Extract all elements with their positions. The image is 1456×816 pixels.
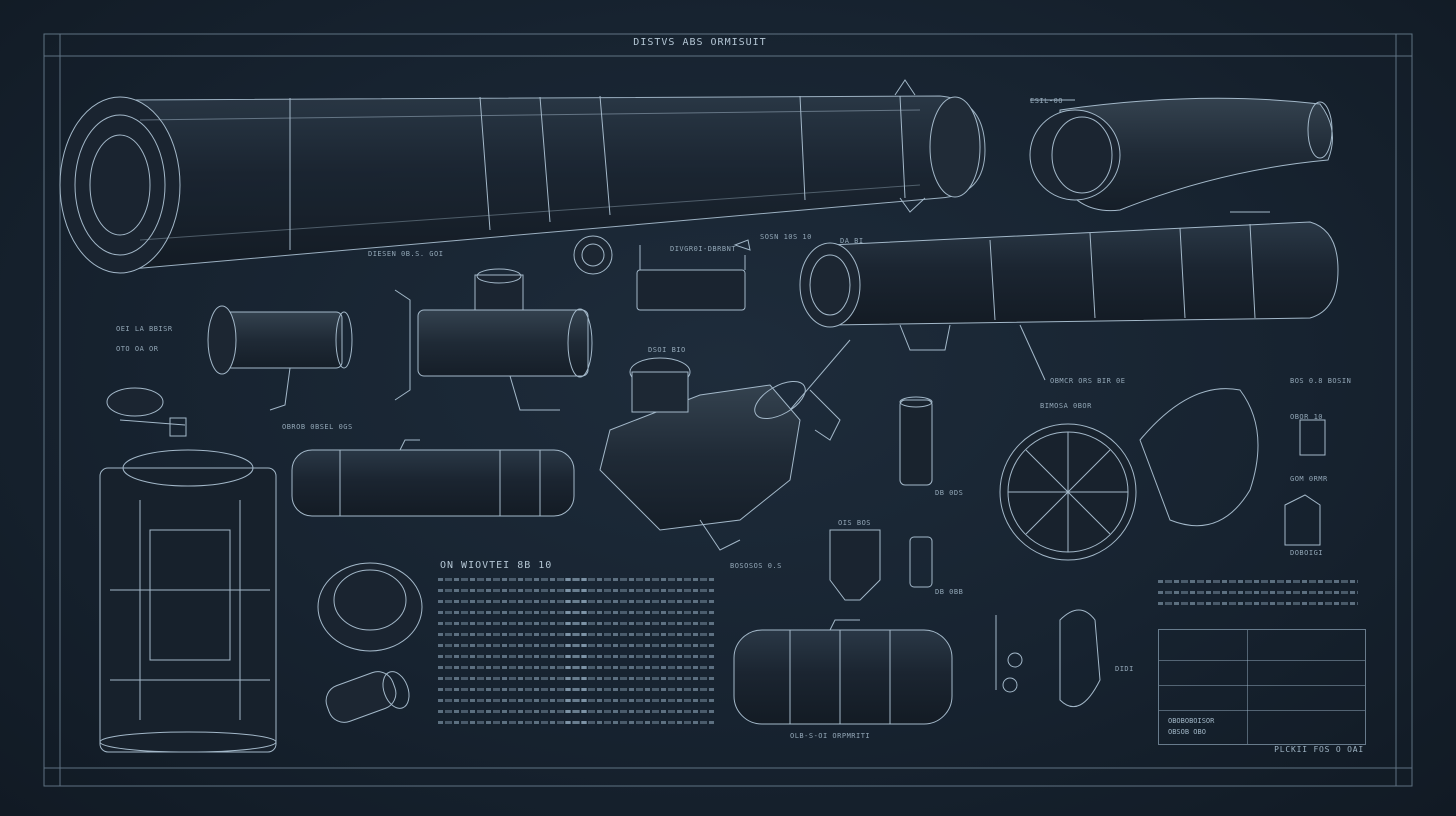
small-parts-drawing	[573, 235, 751, 311]
small-left-label-1: OEI LA BBISR	[116, 325, 173, 333]
right-tube-drawing	[789, 221, 1339, 411]
bottom-barrel-drawing	[733, 619, 953, 725]
scope-assembly-drawing	[599, 357, 841, 551]
left-small-tube	[106, 305, 353, 437]
cylinder-label: DB 0DS	[935, 489, 964, 497]
right-tube-note: OBMCR ORS BIR 0E	[1050, 377, 1126, 385]
dial-label: BIMOSA 0BOR	[1040, 402, 1092, 410]
notes-text-block-left	[438, 578, 588, 732]
top-right-part-label: ESIL-0O	[1030, 97, 1064, 105]
right-note-3: GOM 0RMR	[1290, 475, 1328, 483]
assembly-label: BOSOSOS 0.S	[730, 562, 782, 570]
bracket-label: SOSN 10S 10	[760, 233, 812, 241]
right-note-1: BOS 0.8 BOSIN	[1290, 377, 1352, 385]
notes-text-block-middle	[565, 578, 715, 732]
notes-text-block-right	[1158, 580, 1358, 613]
small-left-label-2: OTO OA OR	[116, 345, 159, 353]
section-heading: ON WIOVTEI 8B 10	[440, 560, 553, 571]
dial-drawing	[999, 388, 1326, 561]
cabinet-drawing	[99, 449, 277, 753]
vial-label: DB 0BB	[935, 588, 964, 596]
table-caption-2: OBSOB OBO	[1168, 728, 1206, 736]
border-frame	[43, 33, 1413, 787]
barrel-bracket-drawing	[394, 268, 593, 411]
horn-drawing	[1029, 97, 1333, 213]
drum-drawing	[317, 562, 423, 723]
main-tube-label: DIESEN 0B.S. GOI	[368, 250, 444, 258]
corner-label: PLCKII FOS O OAI	[1274, 745, 1364, 754]
small-components-drawing	[829, 396, 933, 601]
mid-barrel-drawing	[291, 439, 575, 517]
scope-label: DSOI BIO	[648, 346, 686, 354]
bottom-right-parts	[995, 609, 1101, 708]
barrel-small-label: OBROB 0BSEL 0GS	[282, 423, 353, 431]
spec-table	[1158, 629, 1366, 745]
mid-tube-label: DA BI	[840, 237, 864, 245]
main-tube-drawing	[59, 79, 986, 274]
ring-part-label: DIVGR0I-DBRBNT	[670, 245, 737, 253]
right-note-2: OBOR 10	[1290, 413, 1324, 421]
page-title: DISTVS ABS ORMISUIT	[633, 37, 767, 48]
bottom-barrel-label: OLB-S-OI ORPMRITI	[790, 732, 871, 740]
knob-label: DIDI	[1115, 665, 1134, 673]
right-note-4: DOBOIGI	[1290, 549, 1324, 557]
table-caption-1: OBOBOBOISOR	[1168, 717, 1215, 725]
bulb-label: OIS BOS	[838, 519, 872, 527]
